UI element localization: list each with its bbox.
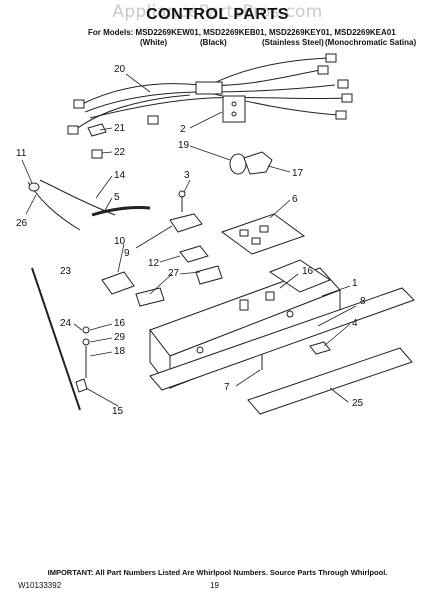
part-15-clip [75,378,88,393]
callout-24: 24 [60,318,72,329]
watermark: AppliancePartsPros.com [112,2,323,22]
callout-11: 11 [16,148,27,159]
part-27-label-a [195,265,223,285]
footer-note: IMPORTANT: All Part Numbers Listed Are W… [47,568,388,577]
callout-18: 18 [114,346,126,357]
part-6-board [220,213,306,255]
callout-20: 20 [114,64,126,75]
color-white: (White) [140,38,168,47]
callout-9: 9 [124,248,130,259]
part-21-clip [87,123,107,137]
page-number: 19 [210,581,219,590]
callout-21: 21 [114,123,126,134]
callout-22: 22 [114,147,126,158]
part-1-trim [149,287,415,391]
callout-7: 7 [224,382,230,393]
part-19-bulb [229,153,247,175]
part-2-plate [222,95,246,123]
part-12-switch [179,245,209,263]
callout-16-left: 16 [114,318,126,329]
callout-27: 27 [168,268,180,279]
part-5-tube [91,206,151,217]
page-title: CONTROL PARTS [146,6,289,23]
callout-16-top: 16 [302,266,314,277]
callout-19: 19 [178,140,190,151]
part-29-washer [82,338,90,346]
callout-17: 17 [292,168,304,179]
color-monochromatic: (Monochromatic Satina) [325,38,417,47]
callout-5: 5 [114,192,120,203]
callout-10: 10 [114,236,126,247]
part-23-rod [31,267,81,411]
part-14-wire [39,179,116,216]
part-17-socket [243,151,273,175]
wire-harness [67,53,353,135]
callout-2: 2 [180,124,186,135]
callout-6: 6 [292,194,298,205]
callout-26: 26 [16,218,28,229]
callout-12: 12 [148,258,160,269]
color-stainless: (Stainless Steel) [262,38,324,47]
callout-15: 15 [112,406,124,417]
part-22-clip [91,149,103,159]
callout-3: 3 [184,170,190,181]
part-11-fitting [28,182,40,192]
part-27-label-b [135,287,165,307]
callout-4: 4 [352,318,358,329]
part-10-bracket [101,271,135,295]
doc-number: W10133392 [18,581,62,590]
color-black: (Black) [200,38,227,47]
callout-1: 1 [352,278,358,289]
part-9-sensor [169,213,203,233]
callout-23: 23 [60,266,72,277]
models-line: For Models: MSD2269KEW01, MSD2269KEB01, … [88,28,396,37]
part-24-screw [82,326,90,334]
callout-8: 8 [360,296,366,307]
callout-14: 14 [114,170,126,181]
part-25-panel [247,347,413,415]
callout-25: 25 [352,398,364,409]
callout-29: 29 [114,332,126,343]
